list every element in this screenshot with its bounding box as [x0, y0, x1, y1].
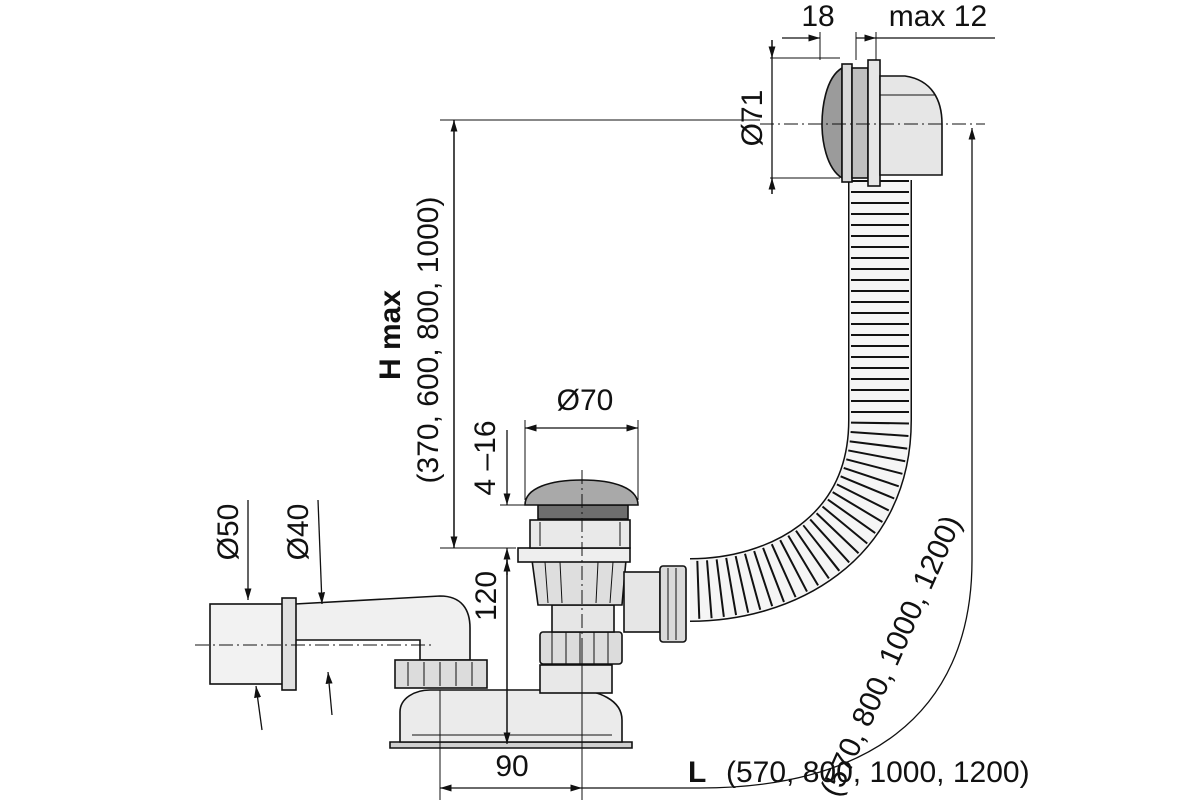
- plug-diameter-label: Ø70: [557, 384, 614, 417]
- corrugated-hose: [689, 180, 912, 622]
- outlet-offset-label: 90: [495, 750, 528, 783]
- length-values: (570, 800, 1000, 1200): [726, 756, 1030, 789]
- dim-outlet-diameters: Ø50 Ø40: [212, 499, 333, 731]
- overflow-diameter-label: Ø71: [736, 90, 769, 147]
- wall-max-label: max 12: [889, 0, 987, 33]
- overflow-head: [821, 59, 943, 187]
- dim-length: L (570, 800, 1000, 1200) (570, 800, 1000…: [582, 127, 1030, 800]
- plug-gap-label: 4 –16: [469, 420, 502, 495]
- outlet-inner-diameter-label: Ø40: [282, 504, 315, 561]
- dim-outlet-offset: 90: [439, 640, 583, 800]
- length-label: L: [688, 756, 706, 789]
- siphon-body: [209, 479, 687, 749]
- trap-height-label: 120: [470, 571, 503, 621]
- dim-height: H max (370, 600, 800, 1000): [374, 119, 760, 549]
- flange-thickness-label: 18: [801, 0, 834, 33]
- height-label: H max: [374, 290, 407, 380]
- dim-trap-height: 120: [470, 560, 511, 744]
- dim-top-flange: 18 max 12: [782, 0, 995, 60]
- height-values: (370, 600, 800, 1000): [412, 197, 445, 484]
- center-lines: [195, 123, 985, 646]
- dim-overflow-diameter: Ø71: [736, 40, 840, 194]
- dim-plug-diameter: Ø70: [524, 384, 639, 500]
- outlet-outer-diameter-label: Ø50: [212, 504, 245, 561]
